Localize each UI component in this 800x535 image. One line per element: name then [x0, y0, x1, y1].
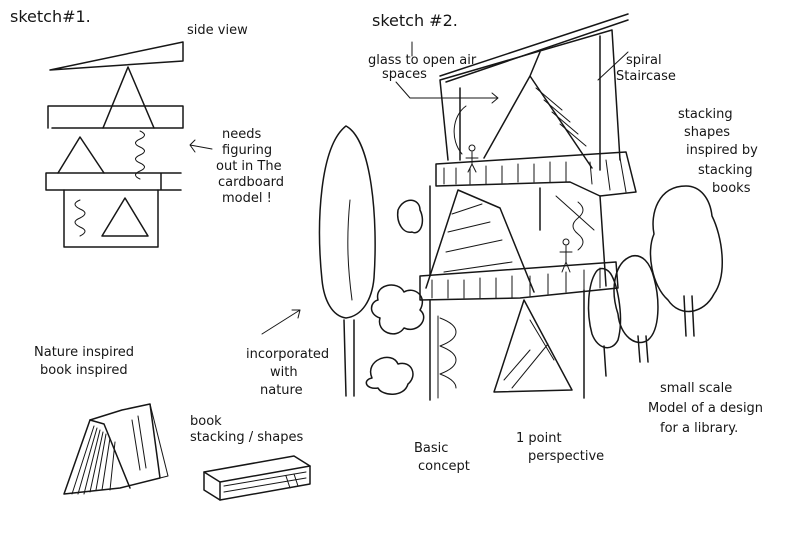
stacking-note: stacking shapes inspired by stacking boo… — [678, 107, 758, 196]
note-line-5: model ! — [222, 191, 272, 206]
stacking-line-5: books — [712, 181, 751, 196]
small-scale-note: small scale Model of a design for a libr… — [648, 381, 763, 436]
tall-tree-left — [318, 125, 376, 397]
sketch-2-title: sketch #2. — [372, 11, 458, 30]
note-line-4: cardboard — [218, 175, 284, 190]
sketch-1-side-view-drawing — [45, 41, 213, 248]
open-book-drawing — [63, 403, 169, 495]
note-line-1: needs — [222, 127, 261, 142]
basic-concept-line-1: Basic — [414, 441, 448, 456]
sketch-1-title: sketch#1. — [10, 7, 91, 26]
note-line-2: figuring — [222, 143, 272, 158]
scale-line-3: for a library. — [660, 421, 738, 436]
spiral-label-line-1: spiral — [626, 53, 662, 68]
glass-arrow — [395, 41, 499, 104]
perspective-line-2: perspective — [528, 449, 604, 464]
perspective-line-1: 1 point — [516, 431, 562, 446]
stacking-line-2: shapes — [684, 125, 730, 140]
stacking-line-3: inspired by — [686, 143, 758, 158]
spiral-arrow — [597, 51, 629, 81]
book-stacking-line-2: stacking / shapes — [190, 430, 303, 445]
spiral-label-line-2: Staircase — [616, 69, 676, 84]
stacking-line-1: stacking — [678, 107, 733, 122]
library-tower-drawing — [419, 13, 637, 401]
nature-inspired-line-2: book inspired — [40, 363, 128, 378]
nature-inspired-line-1: Nature inspired — [34, 345, 134, 360]
bushes-left — [365, 199, 425, 395]
cardboard-note: needs figuring out in The cardboard mode… — [216, 127, 284, 206]
scale-line-1: small scale — [660, 381, 732, 396]
note-line-3: out in The — [216, 159, 282, 174]
glass-label-line-2: spaces — [382, 67, 427, 82]
nature-note: incorporated with nature — [246, 347, 329, 398]
glass-label-line-1: glass to open air — [368, 53, 477, 68]
stacking-line-4: stacking — [698, 163, 753, 178]
scale-line-2: Model of a design — [648, 401, 763, 416]
basic-concept-line-2: concept — [418, 459, 470, 474]
trees-right — [587, 185, 723, 377]
closed-book-drawing — [203, 455, 311, 501]
nature-line-2: with — [270, 365, 298, 380]
nature-line-1: incorporated — [246, 347, 329, 362]
side-view-label: side view — [187, 23, 248, 38]
book-stacking-line-1: book — [190, 414, 222, 429]
nature-arrow — [261, 309, 301, 335]
nature-line-3: nature — [260, 383, 303, 398]
